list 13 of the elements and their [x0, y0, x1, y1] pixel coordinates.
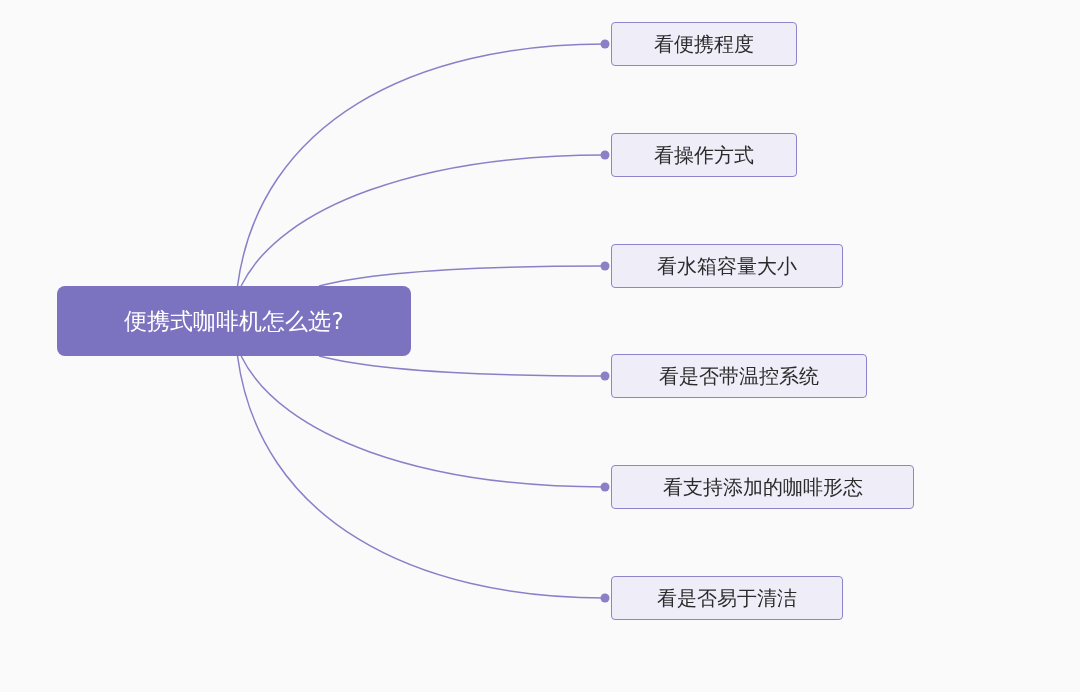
topic-box: 看是否带温控系统 — [611, 354, 867, 398]
root-topic-box: 便携式咖啡机怎么选? — [57, 286, 411, 356]
connector — [240, 355, 610, 492]
topic-box: 看操作方式 — [611, 133, 797, 177]
connector — [318, 261, 610, 287]
topic-box: 看支持添加的咖啡形态 — [611, 465, 914, 509]
topic-box: 看便携程度 — [611, 22, 797, 66]
connector — [236, 355, 610, 603]
topic-box: 看是否易于清洁 — [611, 576, 843, 620]
connector — [240, 150, 610, 287]
topic-box: 看水箱容量大小 — [611, 244, 843, 288]
connector — [318, 355, 610, 381]
connector — [236, 39, 610, 287]
